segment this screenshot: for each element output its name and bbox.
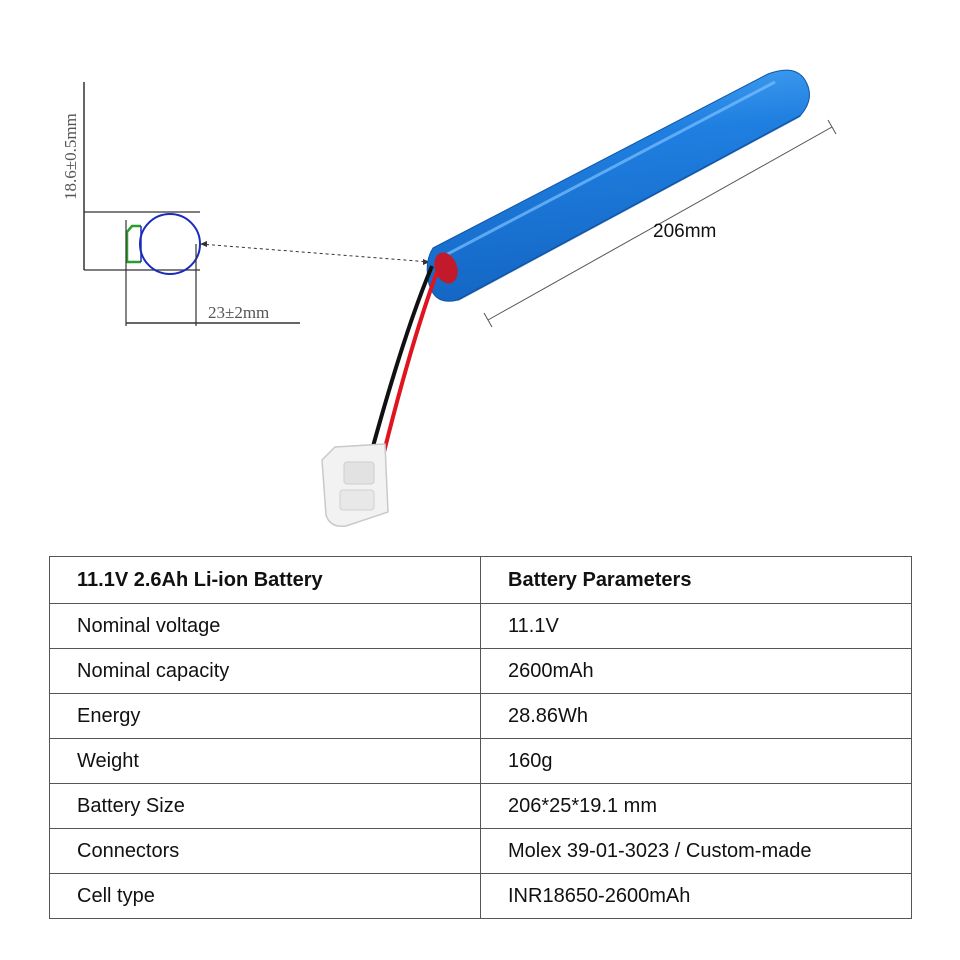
cell-circle <box>139 213 201 275</box>
table-row: Nominal capacity 2600mAh <box>49 648 912 694</box>
battery-pack <box>426 69 810 302</box>
battery-figure: 18.6±0.5mm 23±2mm 206mm <box>61 69 837 528</box>
width-label: 23±2mm <box>208 303 269 322</box>
param-value: 160g <box>480 738 912 784</box>
table-row: Battery Size 206*25*19.1 mm <box>49 783 912 829</box>
battery-spec-table: 11.1V 2.6Ah Li-ion Battery Battery Param… <box>49 556 912 919</box>
param-value: 11.1V <box>480 603 912 649</box>
end-cap <box>434 252 458 284</box>
molex-connector <box>321 443 389 528</box>
table-header-cell: Battery Parameters <box>480 556 912 604</box>
param-name: Connectors <box>49 828 481 874</box>
param-value: 28.86Wh <box>480 693 912 739</box>
table-row: Cell type INR18650-2600mAh <box>49 873 912 919</box>
table-row: Nominal voltage 11.1V <box>49 603 912 649</box>
cross-section-drawing: 18.6±0.5mm 23±2mm <box>61 82 431 326</box>
param-name: Energy <box>49 693 481 739</box>
wire-leads <box>370 265 439 453</box>
table-header-row: 11.1V 2.6Ah Li-ion Battery Battery Param… <box>49 556 912 604</box>
table-row: Connectors Molex 39-01-3023 / Custom-mad… <box>49 828 912 874</box>
param-name: Battery Size <box>49 783 481 829</box>
param-value: INR18650-2600mAh <box>480 873 912 919</box>
param-value: Molex 39-01-3023 / Custom-made <box>480 828 912 874</box>
param-name: Nominal voltage <box>49 603 481 649</box>
param-value: 206*25*19.1 mm <box>480 783 912 829</box>
table-row: Energy 28.86Wh <box>49 693 912 739</box>
length-label: 206mm <box>653 221 716 242</box>
param-name: Cell type <box>49 873 481 919</box>
length-dimension: 206mm <box>483 119 837 328</box>
param-name: Nominal capacity <box>49 648 481 694</box>
param-value: 2600mAh <box>480 648 912 694</box>
diameter-label: 18.6±0.5mm <box>61 113 80 200</box>
param-name: Weight <box>49 738 481 784</box>
table-row: Weight 160g <box>49 738 912 784</box>
table-header-cell: 11.1V 2.6Ah Li-ion Battery <box>49 556 481 604</box>
